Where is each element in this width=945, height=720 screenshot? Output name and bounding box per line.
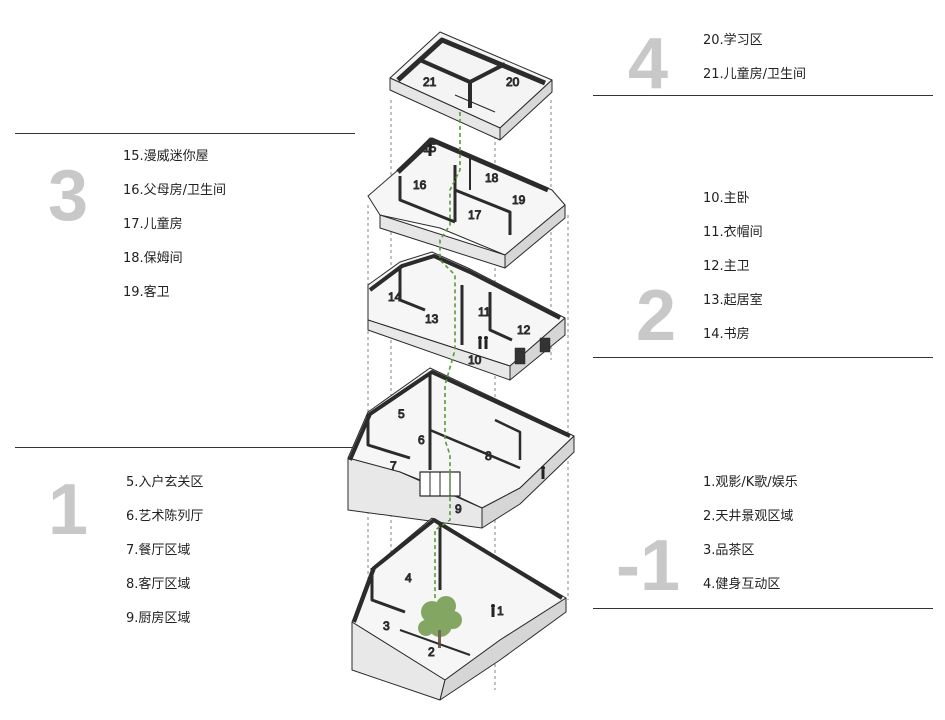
floor-2-number: 2	[636, 276, 677, 356]
floor-1-legend: 5.入户玄关区 6.艺术陈列厅 7.餐厅区域 8.客厅区域 9.厨房区域	[126, 474, 203, 644]
room-label-7: 7	[390, 459, 397, 473]
legend-item: 12.主卫	[703, 259, 750, 274]
floor-1-number: 1	[48, 470, 89, 550]
room-label-3: 3	[383, 619, 390, 633]
legend-item: 11.衣帽间	[703, 225, 763, 240]
legend-item: 5.入户玄关区	[126, 475, 204, 490]
floor-3-legend: 15.漫威迷你屋 16.父母房/卫生间 17.儿童房 18.保姆间 19.客卫	[123, 148, 226, 318]
room-label-18: 18	[485, 171, 499, 185]
room-label-20: 20	[506, 75, 520, 89]
legend-item: 16.父母房/卫生间	[123, 183, 227, 198]
stair-circulation-path	[434, 112, 461, 600]
floor-3-number: 3	[48, 156, 89, 236]
legend-item: 10.主卧	[703, 191, 750, 206]
legend-item: 13.起居室	[703, 293, 763, 308]
room-label-12: 12	[517, 323, 531, 337]
legend-item: 2.天井景观区域	[703, 509, 794, 524]
legend-item: 6.艺术陈列厅	[126, 509, 204, 524]
legend-item: 3.品茶区	[703, 543, 755, 558]
room-label-6: 6	[418, 433, 425, 447]
room-label-10: 10	[468, 353, 482, 367]
legend-item: 17.儿童房	[123, 217, 183, 232]
legend-item: 1.观影/K歌/娱乐	[703, 475, 798, 490]
floor-4-plan: 21 20	[389, 31, 553, 225]
floor-3-plan: 15 16 17 18 19	[367, 137, 566, 269]
room-label-9: 9	[455, 502, 462, 516]
room-label-5: 5	[398, 407, 405, 421]
legend-item: 18.保姆间	[123, 251, 183, 266]
room-label-8: 8	[485, 449, 492, 463]
floor-4-legend: 20.学习区 21.儿童房/卫生间	[703, 32, 806, 100]
room-label-17: 17	[468, 208, 482, 222]
legend-item: 19.客卫	[123, 285, 170, 300]
floor-1-plan: 5 6 7 8 9	[347, 367, 575, 529]
legend-item: 9.厨房区域	[126, 611, 191, 626]
legend-item: 4.健身互动区	[703, 577, 781, 592]
room-label-16: 16	[413, 178, 427, 192]
room-label-1: 1	[497, 604, 504, 618]
floor-2-divider	[593, 357, 933, 358]
room-label-11: 11	[478, 305, 491, 319]
basement-plan: 1 2 3 4	[351, 517, 567, 701]
room-label-19: 19	[512, 193, 526, 207]
room-label-2: 2	[428, 645, 435, 659]
legend-item: 8.客厅区域	[126, 577, 191, 592]
person-icon	[428, 144, 545, 617]
legend-item: 14.书房	[703, 327, 750, 342]
room-label-13: 13	[425, 312, 439, 326]
basement-legend: 1.观影/K歌/娱乐 2.天井景观区域 3.品茶区 4.健身互动区	[703, 474, 798, 610]
floor-4-divider	[593, 95, 933, 96]
basement-number: -1	[616, 526, 681, 606]
basement-divider	[593, 608, 933, 609]
legend-item: 15.漫威迷你屋	[123, 149, 209, 164]
floor-2-legend: 10.主卧 11.衣帽间 12.主卫 13.起居室 14.书房	[703, 190, 763, 360]
floor-3-divider	[15, 133, 355, 134]
floor-4-number: 4	[628, 24, 669, 104]
room-label-4: 4	[405, 571, 412, 585]
courtyard-tree-icon	[418, 596, 462, 648]
room-label-14: 14	[388, 290, 402, 304]
floor-1-divider	[15, 447, 355, 448]
legend-item: 7.餐厅区域	[126, 543, 191, 558]
legend-item: 21.儿童房/卫生间	[703, 67, 807, 82]
legend-item: 20.学习区	[703, 33, 763, 48]
room-label-21: 21	[423, 75, 437, 89]
floor-2-plan: 13 14 11 12 10	[367, 251, 566, 381]
